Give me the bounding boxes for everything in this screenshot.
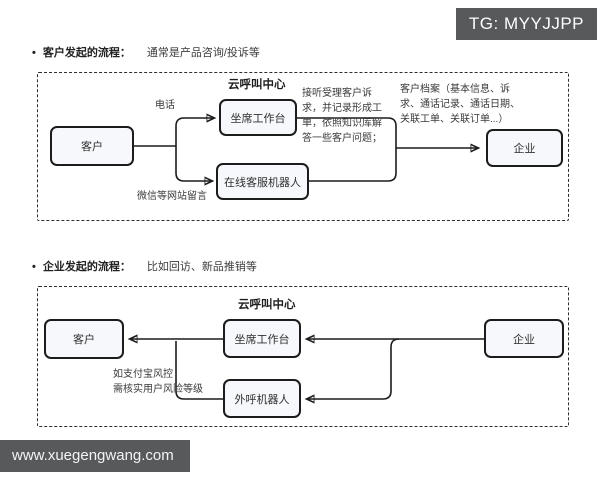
node-outbound-robot: 外呼机器人: [223, 379, 301, 418]
label-wechat-message: 微信等网站留言: [137, 191, 207, 202]
telegram-watermark-badge: TG: MYYJJPP: [455, 8, 597, 40]
label-phone: 电话: [155, 100, 175, 111]
note-agent-duties: 接听受理客户诉 求，并记录形成工 单，依照知识库解 答一些客户问题；: [302, 88, 382, 144]
section1-heading: • 客户发起的流程： 通常是产品咨询/投诉等: [32, 44, 260, 60]
node-customer: 客户: [44, 319, 124, 359]
node-enterprise: 企业: [486, 129, 563, 167]
note-customer-archive: 客户档案（基本信息、诉 求、通话记录、通话日期、 关联工单、关联订单...）: [400, 84, 520, 125]
node-customer: 客户: [50, 126, 134, 166]
node-enterprise: 企业: [484, 319, 564, 358]
section2-subtitle: 比如回访、新品推销等: [146, 261, 257, 273]
node-online-service-robot: 在线客服机器人: [216, 163, 309, 200]
section2-heading: • 企业发起的流程： 比如回访、新品推销等: [32, 258, 257, 274]
connector-robot-merge: [309, 148, 397, 182]
connector-phone-to-agent: [175, 118, 214, 146]
diagram1-title: 云呼叫中心: [228, 79, 286, 91]
note-risk-verification: 如支付宝风控 需核实用户风险等级: [113, 369, 203, 395]
connector-agent-merge: [297, 117, 397, 148]
section2-title: 企业发起的流程：: [42, 261, 131, 273]
section1-title: 客户发起的流程：: [42, 47, 131, 59]
section1-subtitle: 通常是产品咨询/投诉等: [146, 47, 260, 59]
bullet-icon: •: [32, 261, 36, 273]
website-watermark: www.xuegengwang.com: [0, 440, 190, 472]
node-agent-workbench: 坐席工作台: [223, 319, 301, 358]
diagram1-connectors: [134, 73, 568, 220]
node-agent-workbench: 坐席工作台: [219, 99, 297, 136]
diagram2-connectors: [38, 287, 484, 426]
diagram2-cloud-callcenter-box: 云呼叫中心 客户 坐席工作台 外呼机器人 企业 如支付宝风控 需核实用户风险等级: [37, 286, 569, 427]
connector-enterprise-to-robot: [307, 338, 400, 399]
connector-wechat-to-robot: [175, 146, 212, 181]
bullet-icon: •: [32, 47, 36, 59]
diagram1-cloud-callcenter-box: 云呼叫中心 客户 坐席工作台 在线客服机器人 企业 电话 微信等网站留言 接听受…: [37, 72, 569, 221]
diagram2-title: 云呼叫中心: [238, 299, 296, 311]
connector-robot-merge-up: [175, 341, 223, 400]
